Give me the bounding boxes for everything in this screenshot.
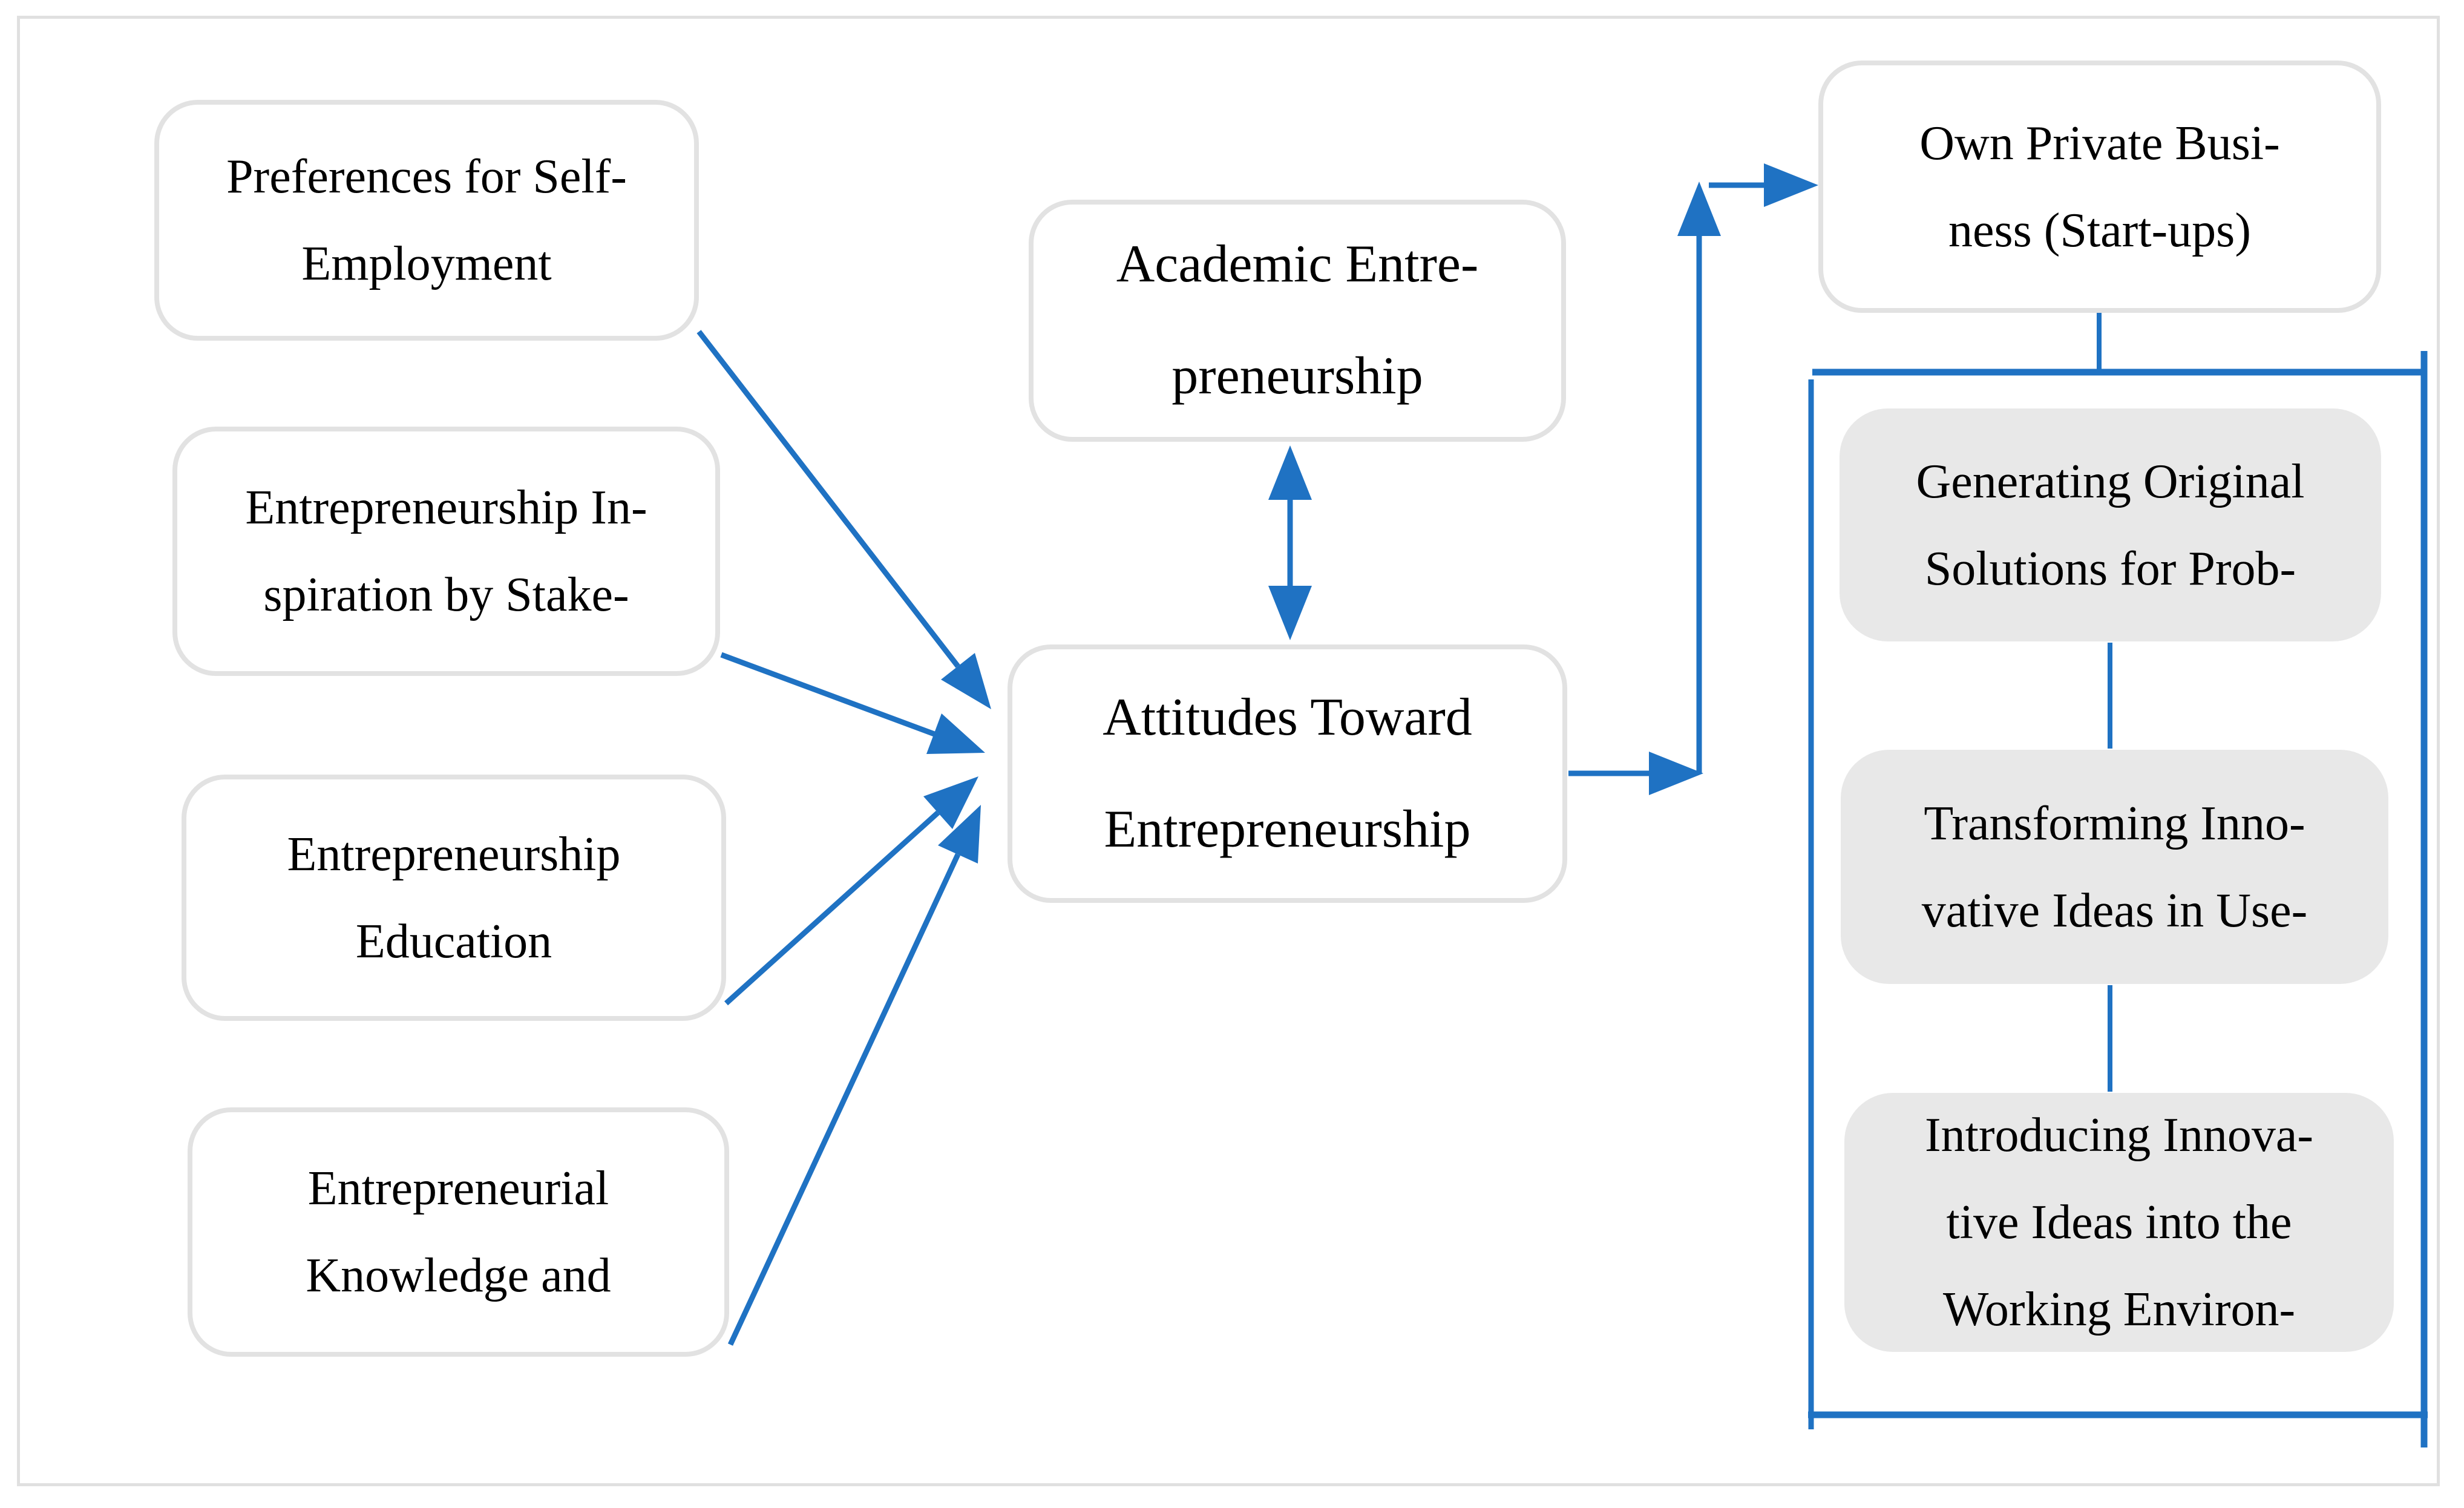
node-label-line: vative Ideas in Use- <box>1921 883 2308 937</box>
node-label-line: Transforming Inno- <box>1924 796 2305 850</box>
node-label-line: Knowledge and <box>306 1249 611 1302</box>
arrow-preferences-to-attitudes <box>696 330 991 709</box>
bracket-outcomes <box>1808 351 2428 1447</box>
node-label-line: tive Ideas into the <box>1946 1196 2292 1249</box>
connector-attitudes-to-own-business <box>1568 163 1818 795</box>
node-label-line: Working Environ- <box>1942 1283 2296 1336</box>
node-label-line: Entrepreneurship <box>287 827 621 881</box>
arrow-knowledge-to-attitudes <box>727 805 981 1346</box>
double-arrow-academic-attitudes <box>1268 445 1312 640</box>
node-introducing-innovative-ideas: Introducing Innova- tive Ideas into the … <box>1844 1093 2394 1352</box>
node-label-line: Solutions for Prob- <box>1924 542 2296 595</box>
node-label-line: Academic Entre- <box>1116 235 1479 294</box>
node-preferences-self-employment: Preferences for Self- Employment <box>154 100 699 341</box>
node-label-line: preneurship <box>1171 347 1423 405</box>
node-own-private-business: Own Private Busi- ness (Start-ups) <box>1818 61 2381 313</box>
node-label-line: Own Private Busi- <box>1919 116 2280 170</box>
node-label-line: Introducing Innova- <box>1924 1109 2314 1162</box>
node-label-line: Attitudes Toward <box>1103 687 1472 747</box>
node-label-line: spiration by Stake- <box>263 568 629 621</box>
node-label-line: ness (Start-ups) <box>1948 203 2251 257</box>
node-label-line: Generating Original <box>1916 454 2305 508</box>
node-generating-original-solutions: Generating Original Solutions for Prob- <box>1840 408 2381 641</box>
node-transforming-innovative-ideas: Transforming Inno- vative Ideas in Use- <box>1841 750 2388 984</box>
node-label-line: Education <box>355 914 552 968</box>
node-entrepreneurship-education: Entrepreneurship Education <box>182 775 726 1021</box>
arrow-inspiration-to-attitudes <box>720 652 985 754</box>
node-label-line: Entrepreneurship <box>1104 799 1471 859</box>
node-entrepreneurial-knowledge: Entrepreneurial Knowledge and <box>188 1107 729 1357</box>
node-label-line: Entrepreneurship In- <box>245 481 647 534</box>
node-label-line: Employment <box>301 237 552 290</box>
node-label-line: Preferences for Self- <box>226 150 627 203</box>
figure-border <box>17 16 2440 1486</box>
arrow-education-to-attitudes <box>724 776 978 1006</box>
node-label-line: Entrepreneurial <box>307 1162 609 1215</box>
node-attitudes-toward-entrepreneurship: Attitudes Toward Entrepreneurship <box>1008 644 1567 903</box>
node-entrepreneurship-inspiration: Entrepreneurship In- spiration by Stake- <box>172 427 720 676</box>
node-academic-entrepreneurship: Academic Entre- preneurship <box>1029 200 1566 442</box>
